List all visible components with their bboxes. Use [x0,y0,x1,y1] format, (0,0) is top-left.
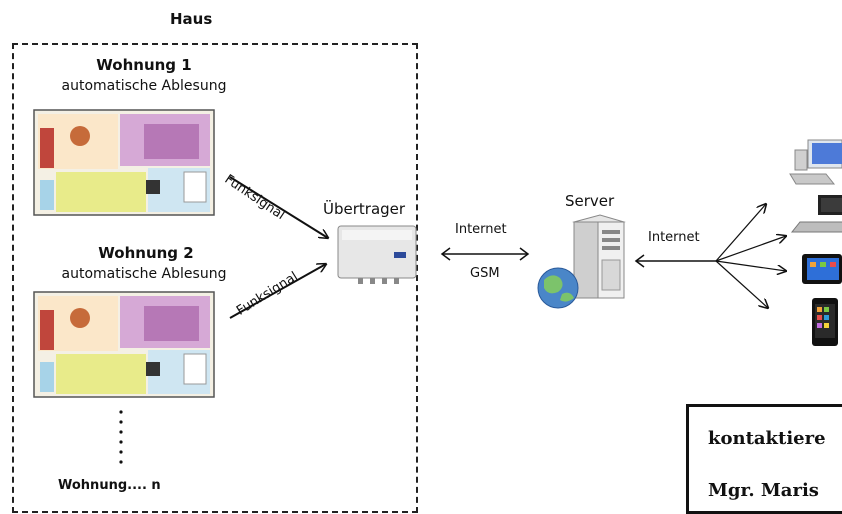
transmitter-device-icon [337,225,417,284]
contact-line-1: kontaktiere [708,428,826,449]
apartment-n-label: Wohnung.... n [58,478,161,493]
transmitter-label: Übertrager [323,200,406,218]
server-label: Server [565,192,615,210]
desktop-computer-icon [789,139,842,185]
apartment-1-title: Wohnung 1 [96,56,192,74]
house-title: Haus [170,10,213,28]
floor-plan-1-icon [33,109,215,216]
contact-box [686,404,842,514]
ellipsis-dots [119,410,123,464]
signal-arrow-2 [229,264,326,319]
link1-internet-label: Internet [455,222,507,237]
apartment-2-subtitle: automatische Ablesung [61,266,227,282]
smartphone-icon [812,298,838,346]
link2-internet-label: Internet [648,230,700,245]
apartment-1-subtitle: automatische Ablesung [61,78,227,94]
link1-gsm-label: GSM [470,266,500,281]
server-icon [537,214,626,309]
floor-plan-2-icon [33,291,215,398]
laptop-icon [790,195,842,233]
apartment-2-title: Wohnung 2 [98,244,194,262]
diagram-graphics [33,109,842,464]
signal-arrow-1 [229,176,328,238]
tablet-icon [802,254,842,284]
contact-line-2: Mgr. Maris [708,480,819,501]
